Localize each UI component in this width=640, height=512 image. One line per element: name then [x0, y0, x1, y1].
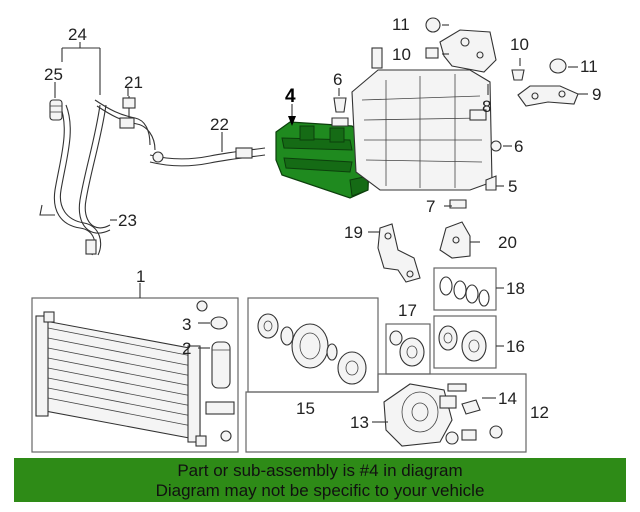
callout-8: 8: [482, 97, 491, 116]
callout-23: 23: [118, 211, 137, 230]
callout-3: 3: [182, 315, 191, 334]
callout-13: 13: [350, 413, 369, 432]
callout-6b: 6: [514, 137, 523, 156]
callout-11b: 11: [580, 57, 598, 76]
callout-1: 1: [136, 267, 145, 286]
callout-10a: 10: [392, 45, 411, 64]
callout-2: 2: [182, 339, 191, 358]
pressure-switch: [49, 99, 63, 121]
callout-16: 16: [506, 337, 525, 356]
fasteners: [331, 17, 567, 209]
callout-25: 25: [44, 65, 63, 84]
callout-labels: 1 2 3 4 5 6 6 7 8 9 10 10 11 11 12 13 14…: [44, 15, 601, 432]
ac-hose-assembly: [39, 96, 266, 256]
callout-10b: 10: [510, 35, 529, 54]
valve-14: [447, 383, 481, 415]
clutch-parts: [257, 313, 367, 385]
item-17-box: [385, 323, 431, 375]
callout-22: 22: [210, 115, 229, 134]
highlighted-part-4: [275, 121, 371, 199]
bracket-19: [377, 223, 421, 283]
callout-24: 24: [68, 25, 87, 44]
condenser-box: [31, 297, 239, 453]
callout-14: 14: [498, 389, 517, 408]
receiver-drier: [205, 341, 235, 442]
banner-line-1: Part or sub-assembly is #4 in diagram: [177, 461, 463, 480]
callout-9: 9: [592, 85, 601, 104]
bracket-9: [517, 85, 579, 107]
pulley-17: [389, 330, 425, 367]
part-info-banner: Part or sub-assembly is #4 in diagram Di…: [14, 458, 626, 502]
bracket-8: [439, 29, 497, 73]
item-18-box: [433, 267, 497, 311]
callout-15: 15: [296, 399, 315, 418]
o-rings-18: [439, 276, 490, 307]
callout-11a: 11: [392, 15, 410, 34]
compressor: [383, 383, 503, 447]
callout-19: 19: [344, 223, 363, 242]
callout-7: 7: [426, 197, 435, 216]
cap-3: [196, 300, 228, 330]
banner-line-2: Diagram may not be specific to your vehi…: [155, 481, 485, 500]
bracket-20: [439, 221, 471, 259]
callout-20: 20: [498, 233, 517, 252]
callout-4: 4: [285, 86, 296, 107]
item-16-box: [433, 315, 497, 369]
callout-12: 12: [530, 403, 549, 422]
condenser: [35, 311, 207, 447]
callout-5: 5: [508, 177, 517, 196]
callout-21: 21: [124, 73, 143, 92]
callout-17: 17: [398, 301, 417, 320]
parts-diagram: 1 2 3 4 5 6 6 7 8 9 10 10 11 11 12 13 14…: [31, 15, 601, 453]
callout-18: 18: [506, 279, 525, 298]
compressor-box: [245, 373, 527, 453]
callout-6a: 6: [333, 70, 342, 89]
clutch-plate-16: [438, 325, 487, 362]
radiator-support: [351, 47, 493, 191]
